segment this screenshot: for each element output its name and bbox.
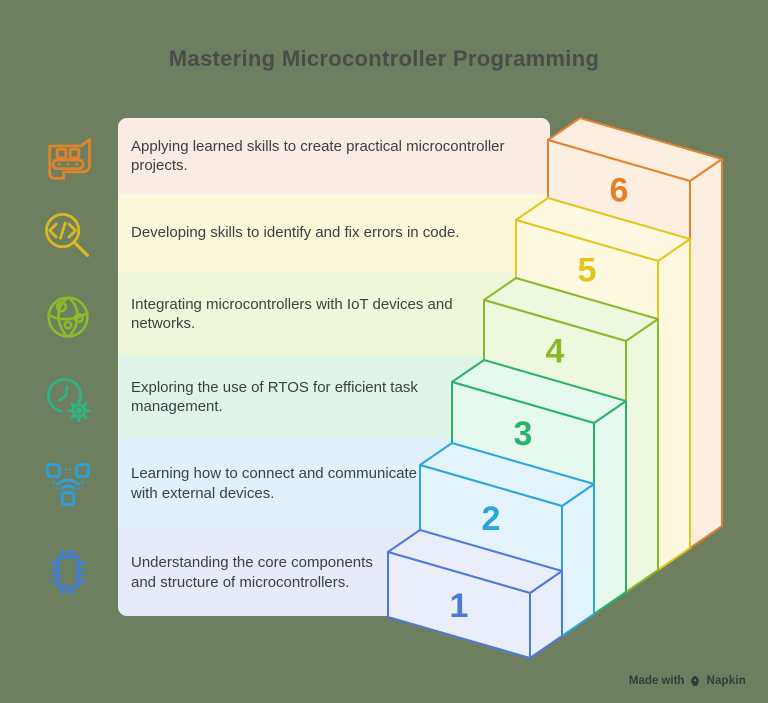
step-6-side-face — [689, 158, 723, 549]
row-text: Applying learned skills to create practi… — [131, 137, 505, 174]
row-text: Learning how to connect and communicate … — [131, 465, 418, 502]
step-4-side-face — [625, 318, 659, 593]
step-3-side-face — [593, 400, 627, 615]
step-6-top-face — [547, 117, 723, 182]
row-step-4: Integrating microcontrollers with IoT de… — [118, 272, 550, 356]
row-step-5: Developing skills to identify and fix er… — [118, 194, 550, 272]
row-step-2: Learning how to connect and communicate … — [118, 438, 550, 529]
page-title: Mastering Microcontroller Programming — [168, 46, 600, 71]
brand-label: Napkin — [706, 675, 746, 687]
globe-network-icon — [40, 289, 96, 345]
code-search-icon — [40, 209, 96, 265]
row-step-3: Exploring the use of RTOS for efficient … — [118, 356, 550, 438]
stair-step-6: 6 — [547, 117, 723, 549]
row-text: Integrating microcontrollers with IoT de… — [131, 295, 453, 332]
row-text: Developing skills to identify and fix er… — [131, 224, 460, 242]
step-2-side-face — [561, 483, 595, 637]
row-step-1: Understanding the core components and st… — [118, 529, 550, 616]
row-text: Exploring the use of RTOS for efficient … — [131, 378, 418, 415]
description-panel: Applying learned skills to create practi… — [118, 118, 550, 616]
row-text: Understanding the core components and st… — [131, 554, 373, 591]
step-5-side-face — [657, 238, 691, 571]
step-number-5: 5 — [578, 252, 597, 290]
row-step-6: Applying learned skills to create practi… — [118, 118, 550, 194]
circuit-board-icon — [40, 132, 96, 188]
step-number-6: 6 — [610, 172, 629, 210]
napkin-credit: Made with Napkin — [629, 675, 746, 687]
wireless-nodes-icon — [40, 455, 96, 511]
made-with-label: Made with — [628, 675, 685, 687]
clock-gear-icon — [40, 372, 96, 428]
pen-nib-icon — [691, 675, 700, 686]
step-6-front-face — [547, 139, 691, 549]
microchip-icon — [40, 544, 96, 600]
